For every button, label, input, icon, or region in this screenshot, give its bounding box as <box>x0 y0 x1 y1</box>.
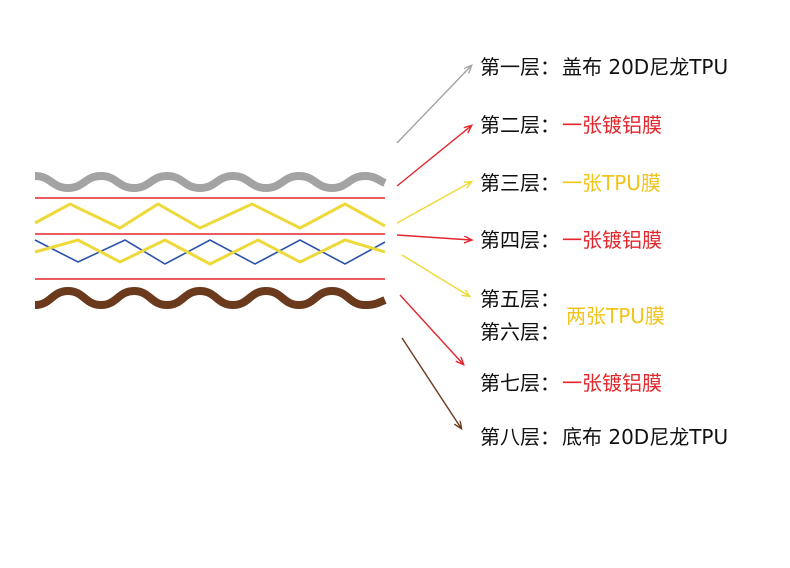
label-layer8: 第八层：底布 20D尼龙TPU <box>480 425 728 449</box>
layer6-name: 第六层： <box>480 320 560 344</box>
layer56-value: 两张TPU膜 <box>566 304 665 328</box>
label-layer7: 第七层：一张镀铝膜 <box>480 371 662 395</box>
label-layer6-name: 第六层： <box>480 320 560 344</box>
layer3-name: 第三层： <box>480 171 560 195</box>
arrow-layer2 <box>396 126 471 187</box>
arrow-layer8 <box>401 337 461 428</box>
label-layer4: 第四层：一张镀铝膜 <box>480 228 662 252</box>
label-layer2: 第二层：一张镀铝膜 <box>480 113 662 137</box>
layer7-value: 一张镀铝膜 <box>562 371 662 395</box>
layer5-name: 第五层： <box>480 287 560 311</box>
layer8-brown-wave <box>34 286 387 310</box>
layer8-name: 第八层： <box>480 425 560 449</box>
arrow-layer3 <box>396 182 471 224</box>
layer1-gray-wave <box>34 171 387 193</box>
layer5-blue-zigzag <box>34 239 386 265</box>
layer3-yellow-zigzag <box>34 202 386 230</box>
layer8-value: 底布 20D尼龙TPU <box>562 425 729 449</box>
layer7-name: 第七层： <box>480 371 560 395</box>
layer2-value: 一张镀铝膜 <box>562 113 662 137</box>
layer4-name: 第四层： <box>480 228 560 252</box>
layer6-yellow-zigzag <box>34 238 386 266</box>
layer4-value: 一张镀铝膜 <box>562 228 662 252</box>
label-layer56-value: 两张TPU膜 <box>566 304 665 328</box>
arrow-layer56 <box>401 254 469 296</box>
layer3-value: 一张TPU膜 <box>562 171 661 195</box>
label-layer1: 第一层：盖布 20D尼龙TPU <box>480 55 728 79</box>
layer1-name: 第一层： <box>480 55 560 79</box>
layer2-name: 第二层： <box>480 113 560 137</box>
arrow-layer7 <box>399 294 463 364</box>
arrow-layer1 <box>396 66 471 144</box>
layer1-value: 盖布 20D尼龙TPU <box>562 55 729 79</box>
arrow-layer4 <box>396 234 471 240</box>
label-layer3: 第三层：一张TPU膜 <box>480 171 661 195</box>
label-layer5-name: 第五层： <box>480 287 560 311</box>
